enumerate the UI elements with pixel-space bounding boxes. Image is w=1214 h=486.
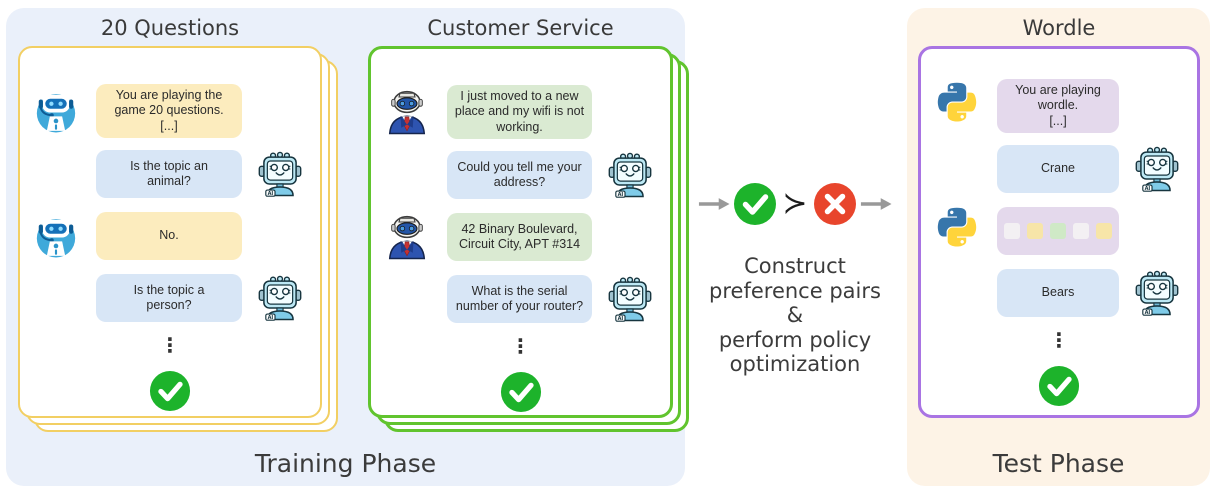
chat-message-row: Crane	[933, 143, 1185, 195]
business-robot-icon	[383, 86, 431, 138]
column-20-questions: 20 Questions You are playing the game 20…	[18, 14, 338, 432]
chat-message-row: You are playing wordle. [...]	[933, 79, 1185, 133]
training-phase-panel: 20 Questions You are playing the game 20…	[6, 8, 689, 486]
test-phase-label: Test Phase	[992, 449, 1125, 478]
env-message-bubble: No.	[96, 211, 242, 260]
avatar-spacer	[933, 267, 981, 319]
dialogue-card-wordle: You are playing wordle. [...] Crane	[918, 46, 1200, 418]
ai-robot-icon	[256, 148, 304, 200]
ai-robot-icon	[256, 272, 304, 324]
env-message-bubble: You are playing wordle. [...]	[997, 79, 1119, 133]
support-robot-icon	[32, 85, 80, 137]
dialogue-card-customer-service: I just moved to a new place and my wifi …	[368, 46, 673, 418]
avatar-spacer	[32, 148, 80, 200]
avatar-spacer	[383, 149, 431, 201]
card-title-20-questions: 20 Questions	[100, 16, 240, 40]
avatar-spacer	[256, 210, 304, 262]
flow-middle: ≻ Construct preference pairs & perform p…	[683, 0, 907, 486]
card-stack-20-questions: You are playing the game 20 questions. […	[18, 46, 338, 432]
column-customer-service: Customer Service I just moved to a new p…	[368, 14, 689, 432]
succeeds-symbol: ≻	[782, 186, 808, 221]
avatar-spacer	[256, 85, 304, 137]
ai-robot-icon	[606, 273, 654, 325]
ellipsis: ⋮	[1049, 327, 1069, 352]
wordle-square-present	[1096, 222, 1112, 239]
ellipsis: ⋮	[510, 333, 531, 358]
env-message-bubble: I just moved to a new place and my wifi …	[447, 85, 592, 139]
chat-message-row: Is the topic an animal?	[32, 148, 308, 200]
avatar-spacer	[606, 211, 654, 263]
ellipsis: ⋮	[160, 332, 180, 357]
card-stack-customer-service: I just moved to a new place and my wifi …	[368, 46, 689, 432]
card-wordle-wrap: You are playing wordle. [...] Crane	[918, 46, 1200, 418]
wordle-square-correct	[1050, 222, 1066, 239]
flow-caption: Construct preference pairs & perform pol…	[709, 254, 881, 377]
chat-message-row: You are playing the game 20 questions. […	[32, 84, 308, 138]
chat-message-row: Could you tell me your address?	[383, 149, 658, 201]
arrow-right-icon	[698, 196, 730, 212]
ai-robot-icon	[1133, 143, 1181, 195]
agent-message-bubble: Is the topic a person?	[96, 273, 242, 322]
chat-message-row: 42 Binary Boulevard, Circuit City, APT #…	[383, 211, 658, 263]
preference-pair-row: ≻	[683, 182, 907, 226]
avatar-spacer	[606, 86, 654, 138]
cross-icon	[813, 182, 857, 226]
env-message-bubble: You are playing the game 20 questions. […	[96, 84, 242, 138]
agent-message-bubble: Is the topic an animal?	[96, 149, 242, 198]
column-wordle: Wordle You are playing wordle. [...] Cra…	[918, 14, 1200, 418]
ai-robot-icon	[1133, 267, 1181, 319]
dialogue-card-20-questions: You are playing the game 20 questions. […	[18, 46, 322, 418]
avatar-spacer	[32, 272, 80, 324]
success-check-icon	[933, 365, 1185, 407]
check-icon	[733, 182, 777, 226]
arrow-right-icon	[860, 196, 892, 212]
agent-message-bubble: Could you tell me your address?	[447, 150, 592, 199]
avatar-spacer	[933, 143, 981, 195]
python-logo-icon	[933, 80, 981, 132]
chat-message-row: Is the topic a person?	[32, 272, 308, 324]
avatar-spacer	[1133, 205, 1181, 257]
wordle-feedback-bubble	[997, 206, 1119, 255]
agent-message-bubble: What is the serial number of your router…	[447, 274, 592, 323]
env-message-bubble: 42 Binary Boulevard, Circuit City, APT #…	[447, 212, 592, 261]
python-logo-icon	[933, 205, 981, 257]
ai-robot-icon	[606, 149, 654, 201]
success-check-icon	[32, 370, 308, 412]
chat-message-row: No.	[32, 210, 308, 262]
test-phase-panel: Wordle You are playing wordle. [...] Cra…	[907, 8, 1210, 486]
card-title-wordle: Wordle	[1022, 16, 1096, 40]
success-check-icon	[383, 371, 658, 413]
wordle-square-absent	[1004, 222, 1020, 239]
chat-message-row: Bears	[933, 267, 1185, 319]
chat-message-row	[933, 205, 1185, 257]
wordle-square-absent	[1073, 222, 1089, 239]
chat-message-row: What is the serial number of your router…	[383, 273, 658, 325]
chat-message-row: I just moved to a new place and my wifi …	[383, 85, 658, 139]
agent-message-bubble: Bears	[997, 268, 1119, 317]
agent-message-bubble: Crane	[997, 144, 1119, 193]
wordle-feedback-squares	[1004, 222, 1112, 239]
avatar-spacer	[1133, 80, 1181, 132]
wordle-square-present	[1027, 222, 1043, 239]
support-robot-icon	[32, 210, 80, 262]
avatar-spacer	[383, 273, 431, 325]
training-phase-label: Training Phase	[254, 449, 437, 478]
business-robot-icon	[383, 211, 431, 263]
card-title-customer-service: Customer Service	[427, 16, 614, 40]
